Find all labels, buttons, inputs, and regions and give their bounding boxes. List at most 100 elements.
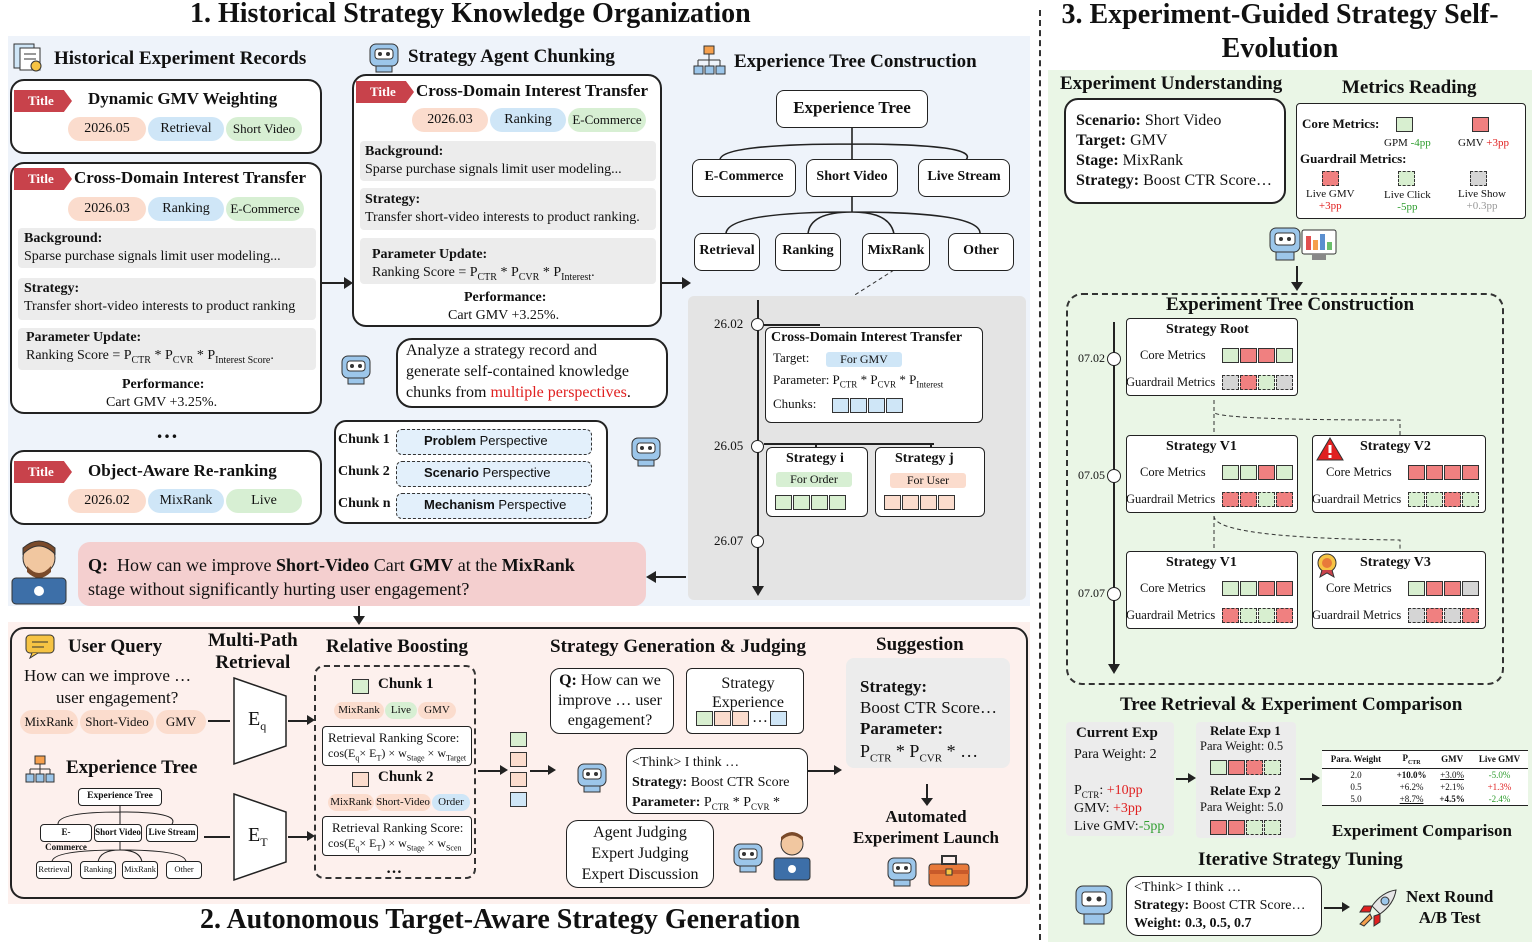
performance-label: Performance: [464, 290, 547, 305]
metric-square [1444, 464, 1461, 480]
chunk-stack [510, 732, 528, 807]
exp-dot [1107, 352, 1121, 366]
title-flag: Title [14, 90, 72, 112]
current-exp-pctr: PCTR: +10pp [1074, 783, 1143, 800]
metric-square [1444, 580, 1461, 596]
ellipsis: … [156, 418, 178, 443]
experiment-node-title: Strategy V3 [1360, 555, 1431, 570]
tuning-text: <Think> I think …Strategy: Boost CTR Sco… [1134, 880, 1306, 931]
gmv-square [1472, 115, 1490, 133]
encoder-t-label: ET [248, 824, 268, 849]
understanding-line: Scenario: Short Video [1076, 112, 1221, 130]
experience-tree-header: Experience Tree [66, 757, 198, 778]
timeline-date: 26.05 [714, 438, 744, 453]
chunk-perspective-box [396, 493, 592, 519]
arrow-line [204, 836, 230, 838]
exp-tree-links [1213, 400, 1401, 552]
table-cell: +6.2% [1399, 781, 1424, 792]
mini-tree-node: Live Stream [146, 824, 198, 842]
exp-dot [1107, 587, 1121, 601]
metric-square [1408, 607, 1425, 623]
tree-node-mixrank: MixRank [862, 233, 930, 271]
current-exp-box [1066, 722, 1174, 836]
chunk-1-square [352, 677, 370, 695]
arrow-head [500, 765, 508, 775]
chunk-tag: MixRank [328, 794, 374, 811]
core-metrics-label: Core Metrics [1326, 465, 1392, 479]
current-exp-weight: Para Weight: 2 [1074, 747, 1157, 762]
tag-scenario: Live [226, 489, 302, 513]
metric-square [1462, 491, 1479, 507]
guardrail-metrics-label: Guardrail Metrics [1126, 375, 1216, 389]
table-cell: +3.0% [1440, 769, 1465, 780]
table-cell: 5.0 [1350, 793, 1362, 804]
understanding-line: Target: GMV [1076, 132, 1167, 150]
generation-header: Strategy Generation & Judging [550, 636, 806, 657]
suggestion-strategy: Boost CTR Score… [860, 698, 997, 717]
live-gmv-square [1322, 169, 1340, 187]
understanding-key: Stage: [1076, 152, 1119, 169]
question-box [550, 668, 674, 734]
experiment-node-title: Strategy V1 [1166, 439, 1237, 454]
records-header: Historical Experiment Records [54, 48, 307, 69]
chunk-perspective-box [396, 429, 592, 455]
mini-tree-root: Experience Tree [78, 788, 162, 806]
title-flag: Title [14, 461, 72, 483]
score-label: Retrieval Ranking Score: [332, 820, 464, 835]
guardrail-metrics-label: Guardrail Metrics [1312, 492, 1402, 506]
chunking-title: Cross-Domain Interest Transfer [416, 81, 648, 100]
performance-label: Performance: [122, 377, 205, 392]
table-row: 2.0+10.0%+3.0%-5.0% [1322, 768, 1528, 781]
robot-icon [628, 432, 664, 468]
arrow-line [926, 784, 928, 800]
understanding-key: Scenario: [1076, 112, 1141, 129]
arrow-head [1188, 773, 1196, 783]
strategy-i-chunks [775, 493, 847, 511]
guard-squares [1408, 606, 1480, 624]
branch [764, 324, 820, 326]
guardrail-metrics-label: Guardrail Metrics [1126, 492, 1216, 506]
title-flag: Title [14, 168, 72, 190]
related-exp-2-squares [1210, 818, 1282, 836]
tag-date: 2026.05 [68, 117, 146, 141]
experience-squares: … [696, 709, 788, 727]
chunk-tag: GMV [418, 702, 456, 719]
arrow-head [344, 277, 353, 289]
arrow-line [288, 836, 310, 838]
metric-square [1240, 374, 1257, 390]
metric-square [1276, 491, 1293, 507]
param-label: Parameter Update: [372, 247, 488, 262]
experiment-comparison-label: Experiment Comparison [1332, 821, 1512, 840]
metric-square [1408, 464, 1425, 480]
chunk-perspective-text: Mechanism Perspective [424, 497, 566, 512]
arrow-head [1291, 282, 1303, 291]
strategy-text: Transfer short-video interests to produc… [365, 210, 640, 225]
mini-tree-node: Retrieval [36, 861, 72, 879]
strategy-j-tag: For User [890, 473, 966, 488]
encoder-q-label: Eq [248, 708, 267, 733]
exp-date: 07.02 [1078, 351, 1105, 365]
metric-square [1462, 464, 1479, 480]
mini-tree-node: Other [166, 861, 202, 879]
understanding-line: Stage: MixRank [1076, 152, 1183, 170]
understanding-value: Boost CTR Score… [1139, 172, 1272, 189]
chunk-tag: Order [432, 794, 470, 811]
generation-frame [10, 627, 1028, 899]
query-tag: Short-Video [80, 710, 154, 734]
guard-squares [1222, 490, 1294, 508]
tag-scenario: E-Commerce [226, 197, 304, 221]
metric-square [1444, 607, 1461, 623]
metric-square [1276, 374, 1293, 390]
core-metrics-label: Core Metrics: [1302, 116, 1380, 131]
tag-stage: MixRank [148, 489, 224, 513]
tree-node-e-commerce: E-Commerce [692, 159, 796, 197]
tag-stage: Retrieval [148, 117, 224, 141]
score-label: Retrieval Ranking Score: [328, 730, 460, 745]
dashboard-icon [1300, 228, 1338, 262]
tree-header: Experience Tree Construction [734, 51, 977, 72]
live-gmv-label: Live GMV+3pp [1306, 188, 1355, 212]
relative-boosting-header: Relative Boosting [326, 636, 468, 657]
